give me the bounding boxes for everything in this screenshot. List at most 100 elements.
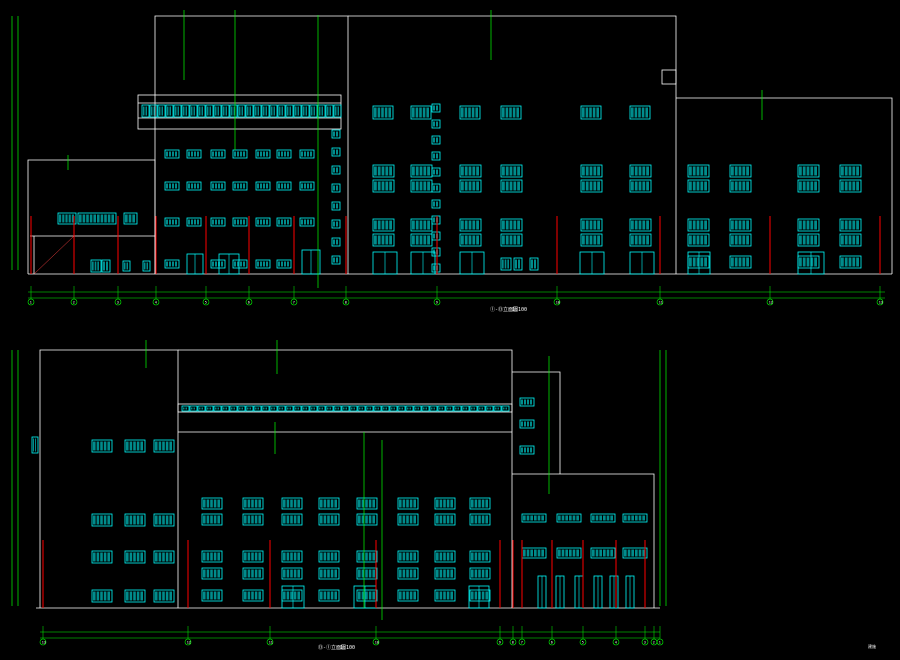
stair-window	[331, 129, 341, 139]
axis-label: 3	[117, 300, 119, 304]
window	[242, 589, 264, 602]
window	[153, 550, 175, 564]
window	[590, 547, 616, 559]
window	[281, 513, 303, 526]
roof-strip-window	[181, 104, 190, 118]
window	[839, 218, 862, 232]
door	[629, 251, 655, 275]
window	[459, 164, 482, 178]
stair-window	[431, 151, 441, 161]
window	[797, 179, 820, 193]
window	[164, 259, 180, 269]
window	[276, 181, 292, 191]
roof-truss-window	[349, 405, 358, 412]
stair-window	[331, 237, 341, 247]
window	[469, 589, 491, 602]
axis-label: 2	[73, 300, 75, 304]
roof-strip-window	[157, 104, 166, 118]
door	[537, 575, 547, 609]
window	[729, 218, 752, 232]
window	[318, 567, 340, 580]
window	[356, 567, 378, 580]
window	[580, 218, 603, 232]
window	[500, 233, 523, 247]
leaders-layer	[11, 10, 763, 620]
axis-label: 10	[375, 640, 379, 644]
axis-label: 11	[659, 300, 663, 304]
window	[242, 567, 264, 580]
axis-bubble	[579, 638, 587, 646]
roof-truss-window	[181, 405, 190, 412]
axis-bubble	[548, 638, 556, 646]
roof-truss-window	[333, 405, 342, 412]
axis-label: 9	[436, 300, 438, 304]
window	[459, 105, 481, 120]
window	[397, 513, 419, 526]
stair-window	[331, 201, 341, 211]
roof-truss-window	[357, 405, 366, 412]
window	[201, 589, 223, 602]
window	[201, 567, 223, 580]
window	[687, 179, 710, 193]
window	[410, 105, 432, 120]
stair-window	[331, 183, 341, 193]
lower-elevation-title: ⑬-①立面图	[318, 644, 346, 651]
window	[434, 550, 456, 563]
axis-label: 6	[551, 640, 553, 644]
window	[164, 149, 180, 159]
window	[186, 149, 202, 159]
door	[687, 251, 711, 275]
roof-truss-window	[189, 405, 198, 412]
columns-layer	[30, 216, 881, 608]
window	[372, 233, 395, 247]
window	[356, 589, 378, 602]
window	[797, 255, 820, 269]
window	[839, 255, 862, 269]
roof-truss-window	[261, 405, 270, 412]
window	[242, 497, 264, 510]
windows-layer	[31, 103, 862, 609]
window	[91, 439, 113, 453]
window	[397, 497, 419, 510]
roof-truss-window	[269, 405, 278, 412]
window	[729, 164, 752, 178]
window	[299, 181, 315, 191]
window	[210, 181, 226, 191]
door	[410, 251, 436, 275]
window	[397, 589, 419, 602]
window	[232, 149, 248, 159]
lower-elevation	[36, 349, 660, 609]
roof-strip-window	[309, 104, 318, 118]
roof-truss-window	[197, 405, 206, 412]
window	[729, 233, 752, 247]
stair-window	[431, 199, 441, 209]
window	[434, 513, 456, 526]
window	[186, 217, 202, 227]
axis-label: 3	[644, 640, 646, 644]
roof-strip-window	[165, 104, 174, 118]
axis-label: 1	[659, 640, 661, 644]
window	[91, 513, 113, 527]
window	[242, 550, 264, 563]
window	[372, 218, 395, 232]
window	[434, 589, 456, 602]
window	[629, 164, 652, 178]
window	[201, 497, 223, 510]
window	[124, 439, 146, 453]
axis-bubble	[202, 298, 210, 306]
window	[210, 217, 226, 227]
window	[77, 212, 117, 225]
door	[555, 575, 565, 609]
window	[372, 179, 395, 193]
window	[281, 497, 303, 510]
window	[153, 439, 175, 453]
stair-window	[331, 147, 341, 157]
window	[101, 259, 111, 273]
window	[629, 105, 651, 120]
window	[356, 550, 378, 563]
window	[556, 513, 582, 523]
door	[218, 253, 240, 275]
stair-window	[431, 135, 441, 145]
roof-strip-window	[229, 104, 238, 118]
roof-truss-window	[293, 405, 302, 412]
